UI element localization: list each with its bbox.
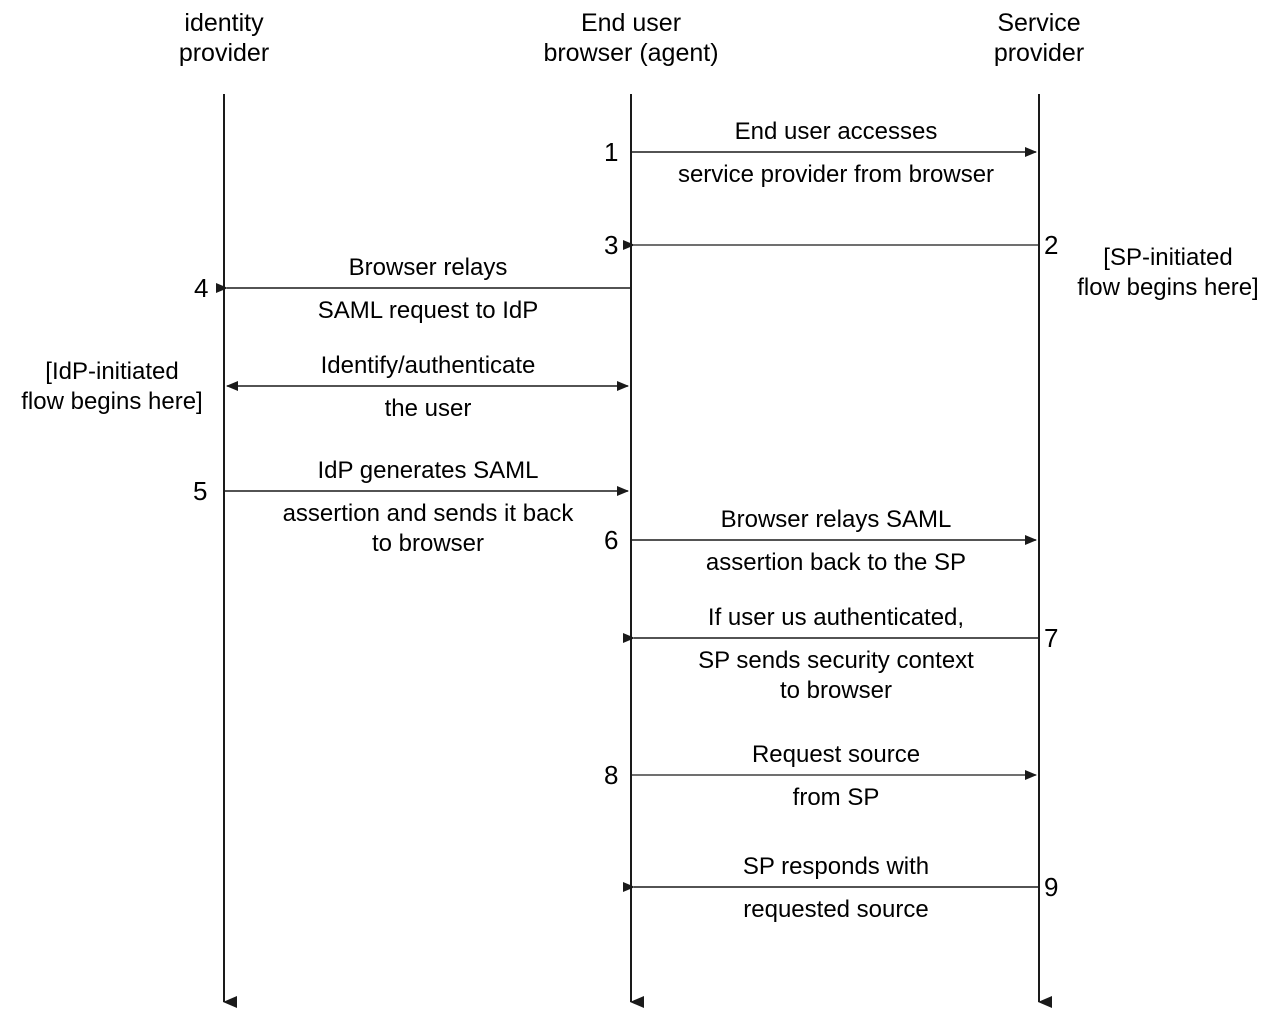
message-label-5-above: IdP generates SAML	[317, 457, 539, 484]
message-label-9-above: SP responds with	[742, 853, 930, 880]
step-number-3: 3	[604, 230, 619, 260]
step-number-7: 7	[1044, 623, 1059, 653]
message-label-7-above: If user us authenticated,	[707, 604, 965, 631]
step-number-4: 4	[194, 273, 209, 303]
message-label-7-below: SP sends security context to browser	[698, 647, 974, 704]
message-label-8-above: Request source	[751, 741, 921, 768]
step-number-5: 5	[193, 476, 208, 506]
message-label-identify-above: Identify/authenticate	[320, 352, 536, 379]
message-label-4-above: Browser relays	[348, 254, 508, 281]
message-label-5-below: assertion and sends it back to browser	[282, 500, 574, 557]
message-label-1-above: End user accesses	[734, 118, 938, 145]
message-label-8-below: from SP	[792, 784, 880, 811]
lifeline-header-idp: identity provider	[178, 9, 270, 67]
message-label-6-below: assertion back to the SP	[705, 549, 967, 576]
step-number-6: 6	[604, 525, 619, 555]
lifeline-header-browser: End user browser (agent)	[543, 9, 719, 67]
note-sp-initiated: [SP-initiated flow begins here]	[1077, 244, 1259, 301]
message-label-4-below: SAML request to IdP	[317, 297, 539, 324]
step-number-8: 8	[604, 760, 619, 790]
step-number-9: 9	[1044, 872, 1059, 902]
note-idp-initiated: [IdP-initiated flow begins here]	[21, 358, 203, 415]
message-label-9-below: requested source	[743, 896, 929, 923]
step-number-1: 1	[604, 137, 619, 167]
step-number-2: 2	[1044, 230, 1059, 260]
message-label-1-below: service provider from browser	[677, 161, 995, 188]
lifeline-header-sp: Service provider	[993, 9, 1085, 67]
message-label-6-above: Browser relays SAML	[720, 506, 952, 533]
message-label-identify-below: the user	[384, 395, 472, 422]
